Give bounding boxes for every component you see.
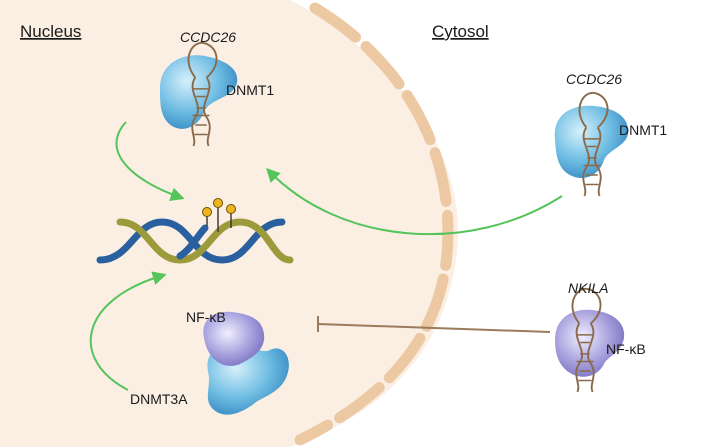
arrow-nuclear-ccdc26-to-dna xyxy=(115,121,185,201)
nkila-gene-label: NKILA xyxy=(568,280,608,296)
arrow-dnmt3a-to-dna xyxy=(89,271,167,391)
dnmt1-label-cytosolic: DNMT1 xyxy=(619,122,667,138)
nfkb-label-cytosolic: NF-κB xyxy=(606,341,646,357)
nuclear-membrane xyxy=(294,2,454,446)
dnmt1-protein-nuclear xyxy=(160,55,238,129)
nfkb-label-nuclear: NF-κB xyxy=(186,309,226,325)
cytosolic-ccdc26-dnmt1-complex: CCDC26 DNMT1 xyxy=(554,71,667,197)
methylated-dna-helix xyxy=(96,198,294,264)
ccdc26-gene-label-nuclear: CCDC26 xyxy=(180,29,236,45)
ccdc26-gene-label-cytosolic: CCDC26 xyxy=(566,71,622,87)
dnmt3a-label: DNMT3A xyxy=(130,391,188,407)
nucleus-label: Nucleus xyxy=(20,22,81,41)
nuclear-nfkb-dnmt3a-complex: NF-κB DNMT3A xyxy=(130,309,289,415)
nuclear-ccdc26-dnmt1-complex: CCDC26 DNMT1 xyxy=(160,29,274,147)
cytosol-label: Cytosol xyxy=(432,22,489,41)
methyl-mark-1 xyxy=(202,207,212,217)
nfkb-protein-nuclear xyxy=(203,311,265,366)
inhibition-nkila-to-nfkb xyxy=(317,316,551,333)
cytosolic-nkila-nfkb-complex: NKILA NF-κB xyxy=(555,280,646,393)
dnmt1-label-nuclear: DNMT1 xyxy=(226,82,274,98)
arrow-cytosolic-ccdc26-to-nucleus xyxy=(266,167,563,236)
dnmt1-protein-cytosolic xyxy=(554,105,629,179)
dna-strand-olive xyxy=(116,218,294,264)
methyl-mark-3 xyxy=(226,204,236,214)
dna-strand-blue-front xyxy=(176,224,209,260)
methyl-mark-2 xyxy=(213,198,223,208)
